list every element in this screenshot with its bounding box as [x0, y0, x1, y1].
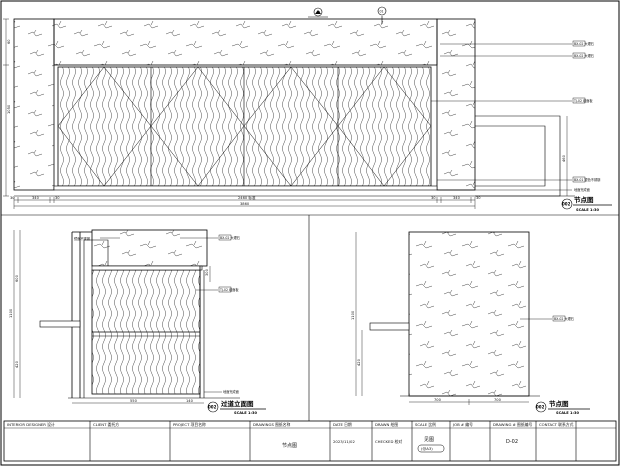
tb-checked-label: CHECKED 校对 — [375, 439, 402, 444]
view-scale: SCALE 1:30 — [556, 411, 579, 415]
callout-label: TJ-02 墙面板 — [219, 287, 239, 292]
marble-wall-right — [436, 18, 476, 191]
callout-label: BX-02 大理石 — [574, 41, 594, 46]
dim-text: 1100 — [351, 310, 355, 320]
marble-top-band — [53, 18, 438, 66]
callout-label: BX-01 银色不锈钢 — [574, 177, 600, 182]
view-scale: SCALE 1:30 — [234, 411, 257, 415]
callout-label: BX-02 大理石 — [574, 53, 594, 58]
elevation-corridor: 1100 600 420 300 550 140 镜面不锈钢 BX-02 大理石… — [9, 229, 266, 415]
tb-project-label: PROJECT 项目名称 — [173, 422, 206, 427]
tb-scale-label: SCALE 比例 — [415, 422, 436, 427]
dim-text: 300 — [205, 268, 209, 276]
view-number-bubble — [561, 198, 573, 210]
dim-text: 30 — [55, 196, 60, 200]
tb-drawing-name: 节点图 — [282, 443, 297, 449]
dim-text: 460 — [562, 154, 566, 162]
marble-wall-left — [13, 18, 55, 191]
dim-text: 60 — [7, 39, 11, 44]
view-number-bubble — [535, 401, 547, 413]
tb-contact-label: CONTACT 联系方式 — [539, 422, 574, 427]
dim-text: 1050 — [7, 104, 11, 114]
section-marker-top: 01 — [308, 7, 328, 18]
elevation-node: 1100 420 700 700 BX-02 大理石 002 节点图 SCALE… — [351, 231, 590, 415]
dim-text: 420 — [15, 360, 19, 368]
dim-text: 3860 — [240, 202, 250, 206]
tb-client-label: CLIENT 委托方 — [93, 422, 119, 427]
view-number: 002 — [562, 202, 571, 207]
callout-label: BX-02 大理石 — [554, 316, 574, 321]
marker-text: 01 — [380, 10, 384, 14]
dim-text: 30 — [431, 196, 436, 200]
elevation-top: 30 340 30 2460 标准 30 340 30 3860 60 1050… — [3, 6, 612, 212]
marble-band — [91, 229, 208, 267]
dim-text: 340 — [453, 196, 461, 200]
marble-panel — [408, 231, 530, 397]
callout-label: 镜面不锈钢 — [74, 236, 90, 241]
title-block: INTERIOR DESIGNER 设计 CLIENT 委托方 PROJECT … — [3, 420, 617, 462]
view-scale: SCALE 1:30 — [576, 208, 599, 212]
side-ledge — [369, 322, 410, 331]
dim-text: 2460 标准 — [238, 195, 256, 200]
dim-text: 30 — [10, 196, 15, 200]
dim-text: 30 — [476, 196, 481, 200]
view-title: 节点图 — [574, 195, 594, 204]
tb-sheet-size: (@A3) — [421, 446, 433, 451]
dim-text: 140 — [186, 399, 194, 403]
dim-text: 700 — [494, 398, 502, 402]
side-return — [475, 115, 561, 197]
tb-designer-label: INTERIOR DESIGNER 设计 — [7, 422, 55, 427]
callout-label: BX-02 大理石 — [220, 235, 240, 240]
side-ledge — [39, 320, 81, 328]
view-title: 过道立面图 — [221, 399, 254, 408]
view-number-bubble — [207, 401, 219, 413]
marker-text: 01 — [317, 11, 321, 15]
tb-date-label: DATE 日期 — [333, 422, 352, 427]
tb-sheet-name: 见图 — [424, 437, 434, 443]
steel-base-strip — [53, 185, 438, 191]
dim-text: 420 — [357, 358, 361, 366]
dim-text: 600 — [15, 274, 19, 282]
view-title: 节点图 — [549, 399, 569, 408]
view-number: 002 — [208, 405, 217, 410]
tb-drawings-label: DRAWINGS 图纸名称 — [253, 422, 290, 427]
tb-drawing-no-label: DRAWING # 图纸编号 — [493, 422, 532, 427]
tb-drawn-label: DRAWN 绘图 — [375, 422, 398, 427]
callout-label: 地面完成面 — [223, 389, 239, 394]
tb-drawing-no: D-02 — [506, 439, 518, 445]
dim-text: 550 — [130, 399, 138, 403]
callout-label: 地面完成面 — [574, 187, 590, 192]
diamond-motif — [57, 66, 432, 187]
tb-job-label: JOB # 编号 — [452, 422, 473, 427]
view-number: 002 — [536, 405, 545, 410]
dim-text: 340 — [32, 196, 40, 200]
dim-text: 700 — [434, 398, 442, 402]
dim-text: 1100 — [9, 308, 13, 318]
section-marker-right: 01 — [377, 6, 387, 24]
callout-label: TJ-02 墙面板 — [573, 98, 593, 103]
tb-date-value: 2023/11/02 — [333, 439, 355, 444]
